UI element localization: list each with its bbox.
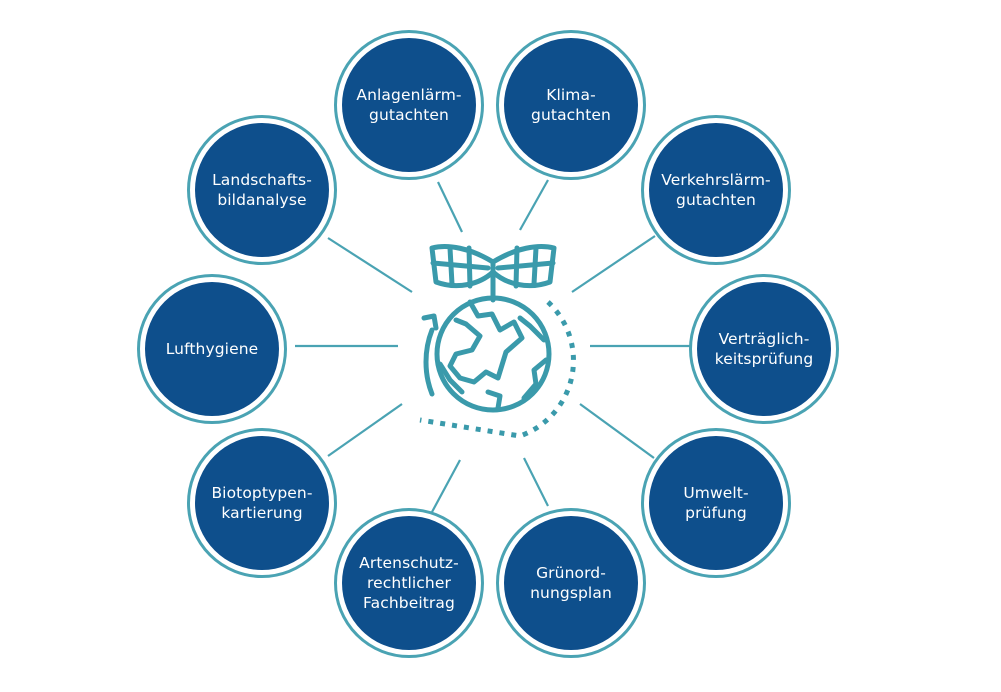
node-label: Grünord-nungsplan [524, 563, 618, 603]
node-verkehrslaerm: Verkehrslärm-gutachten [641, 115, 791, 265]
node-label-line: gutachten [676, 191, 756, 209]
node-vertraeglich: Verträglich-keitsprüfung [689, 274, 839, 424]
node-label-line: Lufthygiene [165, 340, 259, 358]
node-label: Verkehrslärm-gutachten [655, 170, 776, 210]
node-fill: Umwelt-prüfung [649, 436, 783, 570]
node-landschaft: Landschafts-bildanalyse [187, 115, 337, 265]
node-label: Anlagenlärm-gutachten [350, 85, 467, 125]
node-label-line: gutachten [531, 106, 611, 124]
node-label: Landschafts-bildanalyse [206, 170, 318, 210]
node-label-line: Grünord- [536, 564, 606, 582]
node-label-line: Fachbeitrag [363, 594, 455, 612]
node-label-line: bildanalyse [217, 191, 307, 209]
node-label-line: gutachten [369, 106, 449, 124]
node-label-line: Biotoptypen- [211, 484, 313, 502]
node-label: Biotoptypen-kartierung [205, 483, 318, 523]
connector-gruenord [523, 457, 549, 507]
connector-anlagenlaerm [437, 181, 463, 233]
node-gruenord: Grünord-nungsplan [496, 508, 646, 658]
node-fill: Lufthygiene [145, 282, 279, 416]
node-label-line: Verträglich- [718, 330, 810, 348]
node-label-line: Verkehrslärm- [661, 171, 771, 189]
node-fill: Anlagenlärm-gutachten [342, 38, 476, 172]
connector-landschaft [327, 237, 413, 293]
node-biotop: Biotoptypen-kartierung [187, 428, 337, 578]
node-fill: Klima-gutachten [504, 38, 638, 172]
node-label: Klima-gutachten [525, 85, 617, 125]
node-label-line: nungsplan [530, 584, 612, 602]
node-label-line: Artenschutz- [359, 554, 459, 572]
node-label-line: rechtlicher [367, 574, 451, 592]
connector-artenschutz [431, 459, 461, 513]
node-fill: Verträglich-keitsprüfung [697, 282, 831, 416]
node-label-line: prüfung [685, 504, 747, 522]
connector-umwelt [579, 403, 655, 459]
node-label-line: Umwelt- [683, 484, 749, 502]
node-fill: Landschafts-bildanalyse [195, 123, 329, 257]
connector-verkehrslaerm [571, 235, 656, 293]
node-klima: Klima-gutachten [496, 30, 646, 180]
node-anlagenlaerm: Anlagenlärm-gutachten [334, 30, 484, 180]
node-label-line: keitsprüfung [714, 350, 814, 368]
node-label: Lufthygiene [160, 339, 265, 359]
connector-biotop [327, 403, 403, 457]
node-lufthygiene: Lufthygiene [137, 274, 287, 424]
node-label-line: Anlagenlärm- [356, 86, 462, 104]
node-fill: Verkehrslärm-gutachten [649, 123, 783, 257]
node-label-line: Landschafts- [212, 171, 312, 189]
node-fill: Biotoptypen-kartierung [195, 436, 329, 570]
node-label-line: Klima- [546, 86, 596, 104]
node-label: Umwelt-prüfung [677, 483, 754, 523]
connector-klima [519, 179, 549, 231]
node-fill: Grünord-nungsplan [504, 516, 638, 650]
node-umwelt: Umwelt-prüfung [641, 428, 791, 578]
node-label-line: kartierung [221, 504, 303, 522]
node-label: Verträglich-keitsprüfung [709, 329, 820, 369]
